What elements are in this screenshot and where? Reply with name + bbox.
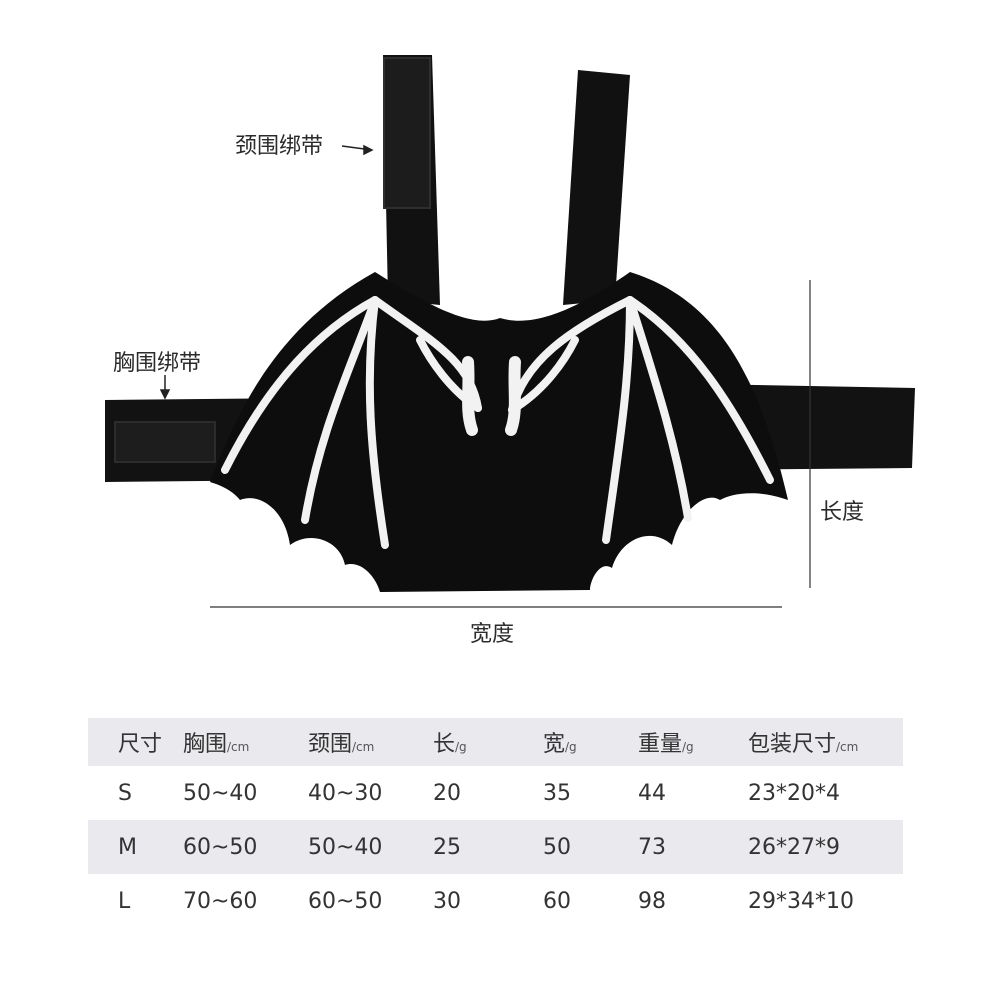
header-length: 长/g — [433, 732, 467, 757]
product-photo-area: 颈围绑带 胸围绑带 长度 宽度 — [105, 55, 915, 647]
cell-package-size: 26*27*9 — [748, 834, 840, 860]
center-bones — [462, 356, 521, 436]
wing-bones — [221, 296, 774, 549]
cell-package-size: 23*20*4 — [748, 780, 840, 806]
bat-wing-body — [210, 272, 788, 592]
table-header-row: 尺寸 胸围/cm 颈围/cm 长/g 宽/g 重量/g 包装尺寸/cm — [88, 718, 903, 766]
width-label: 宽度 — [470, 622, 515, 647]
cell-width: 60 — [543, 888, 571, 914]
length-label: 长度 — [820, 500, 865, 525]
table-row: M 60~50 50~40 25 50 73 26*27*9 — [88, 820, 903, 874]
chest-velcro — [114, 421, 216, 463]
annotation-arrows — [159, 144, 374, 400]
cell-neck: 60~50 — [308, 888, 383, 914]
header-package-size: 包装尺寸/cm — [748, 732, 859, 757]
cell-chest: 60~50 — [183, 834, 258, 860]
cell-length: 20 — [433, 780, 461, 806]
cell-size: S — [118, 780, 132, 806]
header-size: 尺寸 — [118, 732, 163, 757]
table-row: L 70~60 60~50 30 60 98 29*34*10 — [88, 874, 903, 928]
cell-width: 35 — [543, 780, 571, 806]
cell-chest: 70~60 — [183, 888, 258, 914]
cell-package-size: 29*34*10 — [748, 888, 854, 914]
cell-neck: 50~40 — [308, 834, 383, 860]
header-neck: 颈围/cm — [308, 732, 375, 757]
cell-length: 30 — [433, 888, 461, 914]
header-width: 宽/g — [543, 732, 577, 757]
cell-size: L — [118, 888, 131, 914]
header-weight: 重量/g — [638, 732, 694, 757]
right-neck-strap — [563, 70, 630, 305]
cell-chest: 50~40 — [183, 780, 258, 806]
header-chest: 胸围/cm — [183, 732, 250, 757]
cell-weight: 44 — [638, 780, 666, 806]
table-row: S 50~40 40~30 20 35 44 23*20*4 — [88, 766, 903, 820]
neck-strap-label: 颈围绑带 — [235, 134, 324, 159]
cell-width: 50 — [543, 834, 571, 860]
bat-wing-costume-image — [105, 55, 915, 608]
cell-length: 25 — [433, 834, 461, 860]
cell-size: M — [118, 834, 137, 860]
cell-neck: 40~30 — [308, 780, 383, 806]
chest-strap-label: 胸围绑带 — [113, 351, 202, 376]
size-spec-table: 尺寸 胸围/cm 颈围/cm 长/g 宽/g 重量/g 包装尺寸/cm S 50… — [88, 718, 903, 928]
cell-weight: 73 — [638, 834, 666, 860]
cell-weight: 98 — [638, 888, 666, 914]
velcro-patch — [383, 57, 431, 209]
